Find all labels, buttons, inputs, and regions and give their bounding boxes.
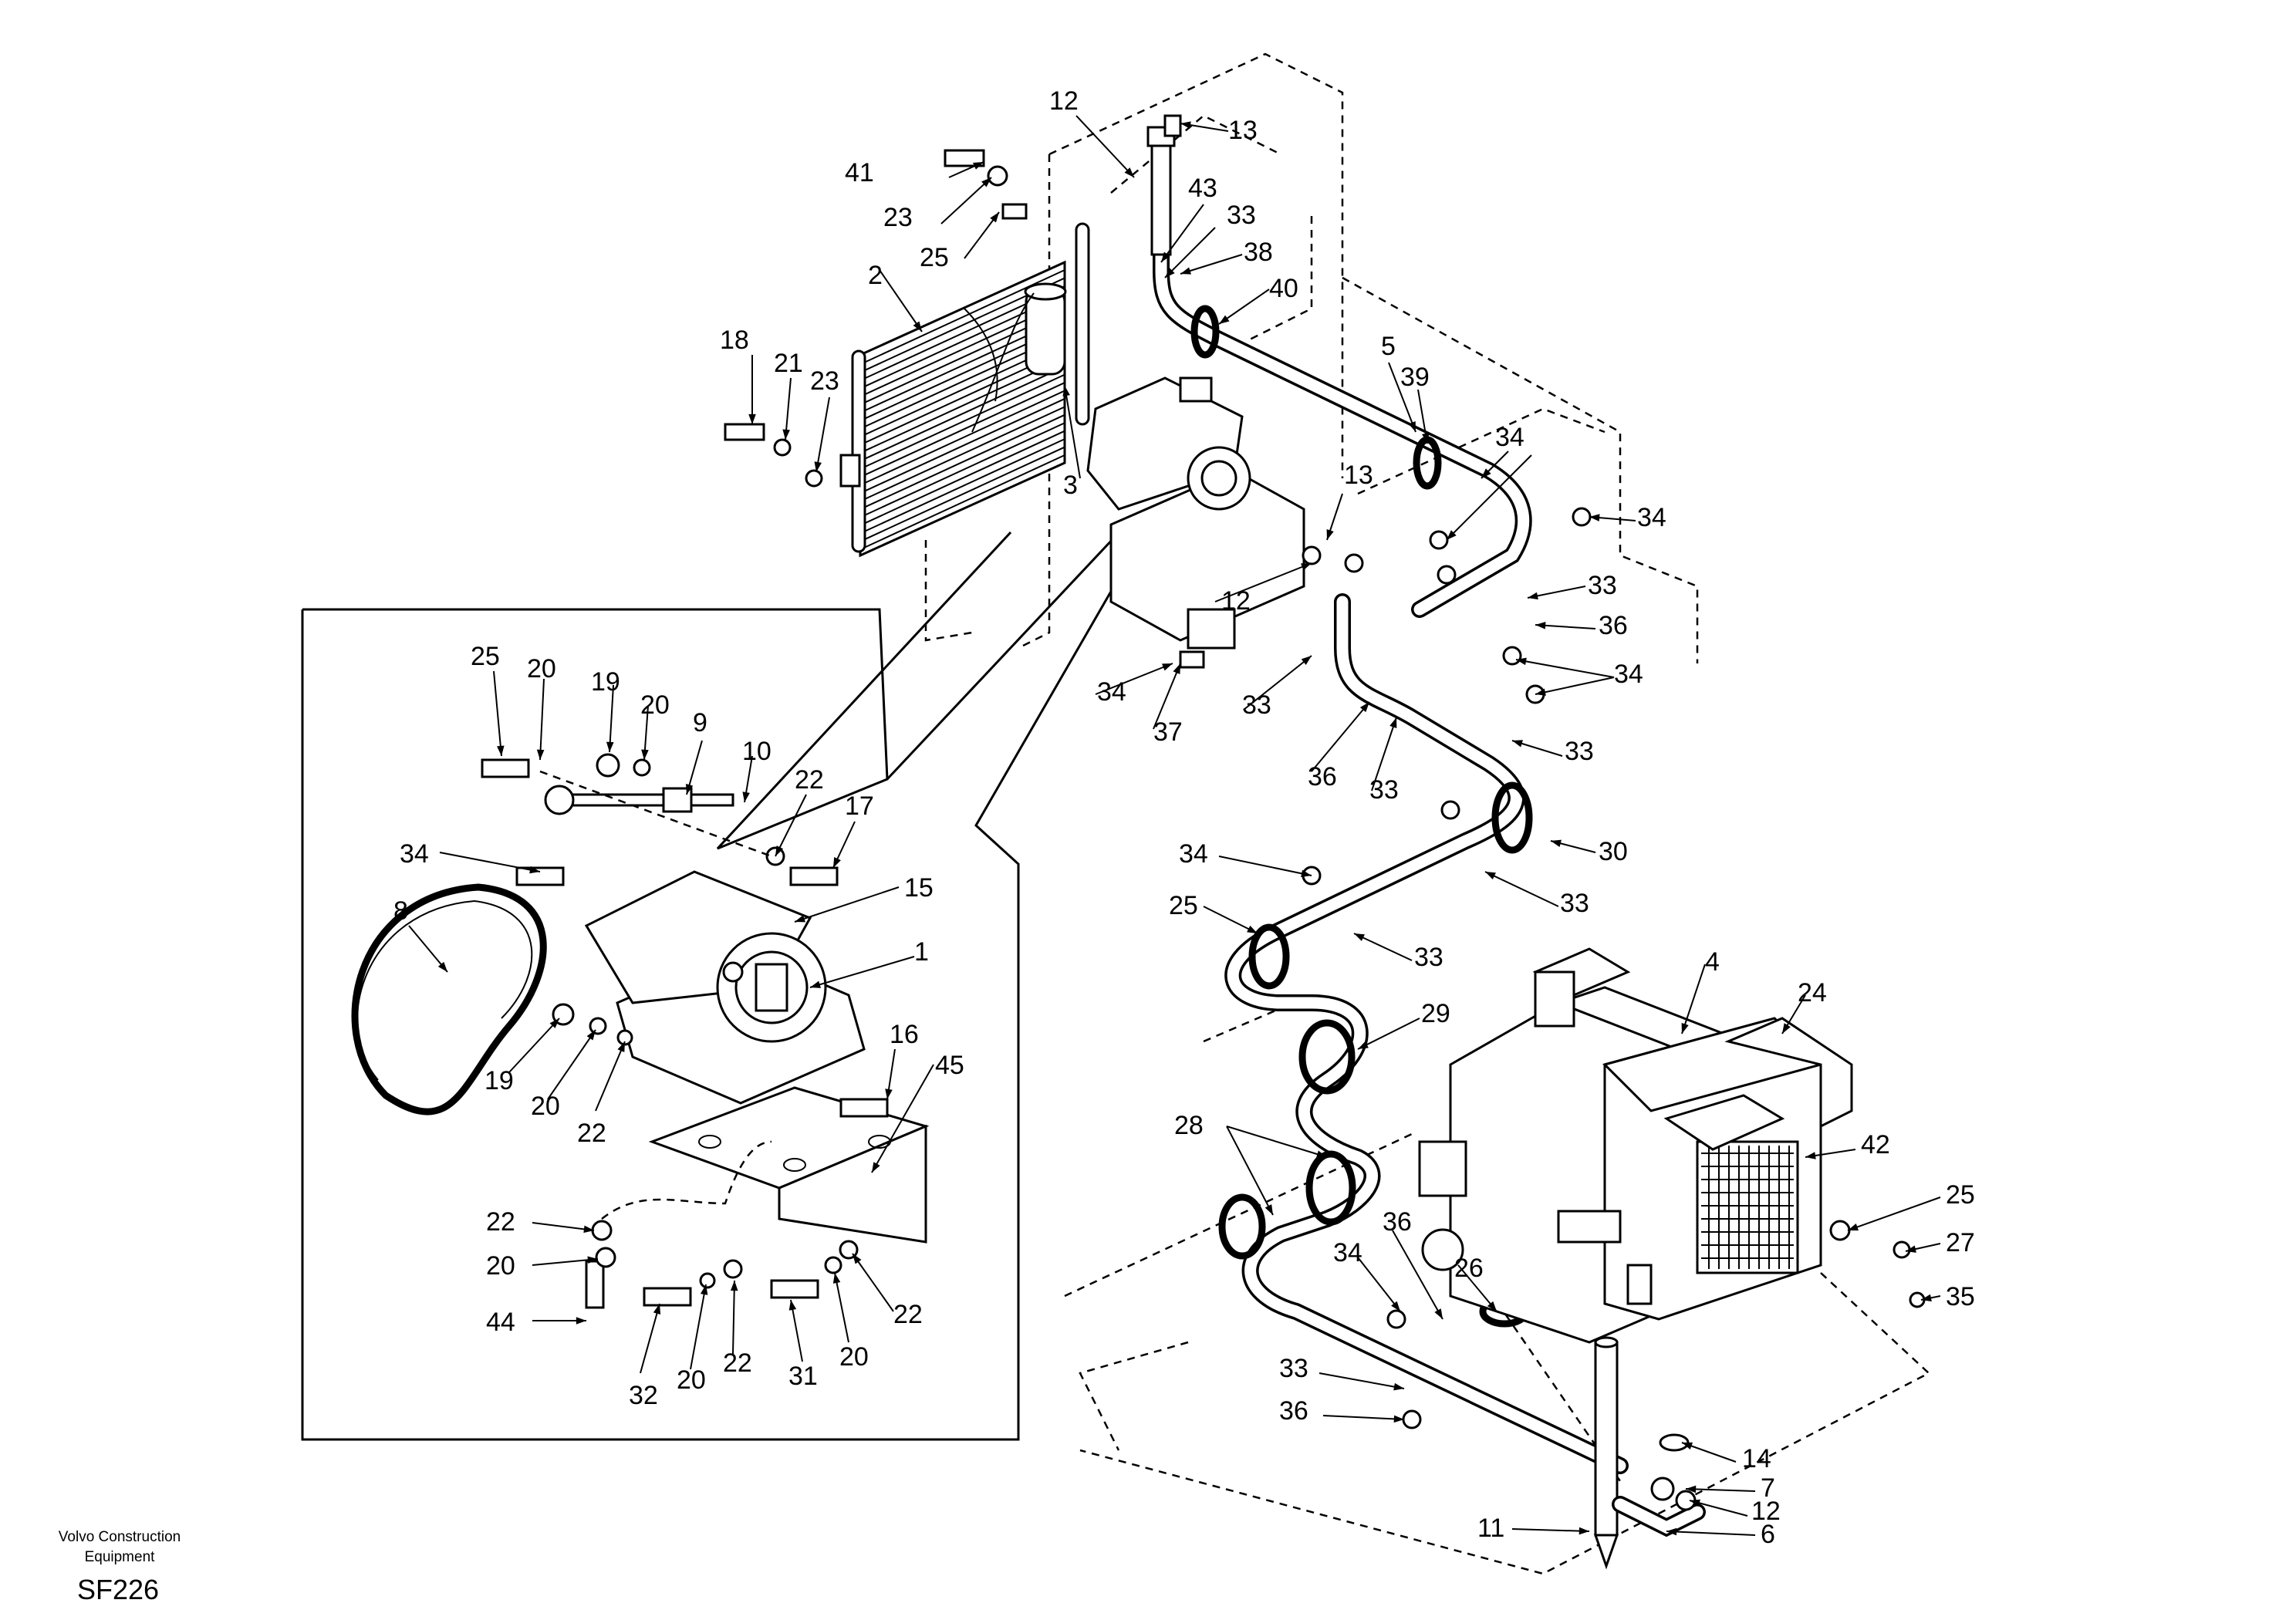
- callout-35: 35: [1946, 1282, 1975, 1311]
- callout-5: 5: [1381, 332, 1396, 361]
- callout-22-d: 22: [723, 1348, 752, 1378]
- drain-pipe: [1593, 1336, 1619, 1570]
- callout-13-mid: 13: [1344, 461, 1373, 490]
- machine-outline: [924, 52, 1931, 1575]
- callout-29: 29: [1421, 999, 1450, 1028]
- callout-20-a: 20: [527, 654, 556, 683]
- callout-38: 38: [1244, 238, 1273, 267]
- callout-45: 45: [935, 1051, 964, 1080]
- callout-33-f: 33: [1560, 889, 1589, 918]
- callout-21: 21: [774, 349, 803, 378]
- callout-15: 15: [904, 873, 934, 903]
- callout-12-bottom: 12: [1751, 1497, 1781, 1526]
- callout-30: 30: [1599, 837, 1628, 866]
- callout-40: 40: [1269, 274, 1298, 303]
- callout-22-b: 22: [577, 1119, 606, 1148]
- callout-24: 24: [1798, 978, 1827, 1007]
- callout-27: 27: [1946, 1228, 1975, 1257]
- callout-12-mid: 12: [1221, 586, 1251, 616]
- callout-4: 4: [1705, 947, 1720, 977]
- callout-9: 9: [693, 708, 707, 737]
- callout-33-d: 33: [1565, 737, 1594, 766]
- callout-19-top: 19: [591, 667, 620, 697]
- callout-25-d: 25: [1946, 1180, 1975, 1210]
- callout-43: 43: [1188, 174, 1217, 203]
- callout-26: 26: [1454, 1254, 1484, 1283]
- callout-25-a: 25: [920, 243, 949, 272]
- callout-20-e: 20: [677, 1365, 706, 1395]
- callout-33-b: 33: [1588, 571, 1617, 600]
- callout-39: 39: [1400, 363, 1430, 392]
- callout-13-top: 13: [1228, 116, 1258, 145]
- callout-33-g: 33: [1414, 943, 1443, 972]
- callout-33-c: 33: [1242, 690, 1271, 720]
- receiver-drier: [964, 282, 1067, 433]
- hvac-unit: [1418, 947, 1823, 1344]
- callout-14: 14: [1742, 1444, 1771, 1473]
- inset-compressor: [584, 870, 866, 1105]
- inset-adjust-bolt: [544, 785, 734, 815]
- callout-34-g: 34: [1333, 1238, 1362, 1267]
- callout-25-b: 25: [471, 642, 500, 671]
- callout-23-top: 23: [883, 203, 913, 232]
- company-name: Volvo Construction Equipment: [58, 1529, 181, 1565]
- callout-34-a: 34: [1495, 423, 1524, 452]
- callout-18: 18: [720, 326, 749, 355]
- callout-22-a: 22: [795, 765, 824, 795]
- cover-plate: [1724, 1017, 1853, 1129]
- callout-36-d: 36: [1279, 1396, 1308, 1426]
- callout-16: 16: [890, 1020, 919, 1049]
- callout-25-c: 25: [1169, 891, 1198, 920]
- callout-2: 2: [868, 261, 883, 290]
- callout-3: 3: [1063, 471, 1078, 500]
- inset-belt: [351, 883, 547, 1115]
- callout-labels: 1 2 3 4 5 6 7 8 9 10 11 12 12 12 13 13 1…: [393, 86, 1975, 1549]
- callout-37: 37: [1153, 717, 1183, 747]
- callout-33-a: 33: [1227, 201, 1256, 230]
- callout-31: 31: [788, 1362, 818, 1391]
- callout-6: 6: [1761, 1520, 1775, 1549]
- callout-8: 8: [393, 896, 408, 926]
- callout-44: 44: [486, 1308, 515, 1337]
- callout-36-b: 36: [1308, 762, 1337, 791]
- callout-28: 28: [1174, 1111, 1204, 1140]
- callout-17: 17: [845, 791, 874, 821]
- main-fasteners: [724, 114, 1926, 1429]
- callout-34-f: 34: [1179, 839, 1208, 869]
- callout-20-f: 20: [839, 1342, 869, 1372]
- expansion-fittings: [1612, 1433, 1706, 1537]
- callout-20-b: 20: [640, 690, 670, 720]
- callout-19-bottom: 19: [485, 1066, 514, 1095]
- callout-10: 10: [742, 737, 772, 766]
- figure-code: SF226: [77, 1574, 160, 1605]
- hose-lower: [1224, 593, 1629, 1474]
- callout-34-d: 34: [1097, 677, 1126, 707]
- callout-20-d: 20: [486, 1251, 515, 1281]
- callout-1: 1: [914, 937, 929, 967]
- grommets: [1190, 305, 1533, 1328]
- callout-32: 32: [629, 1381, 658, 1410]
- callout-41: 41: [845, 158, 874, 187]
- callout-20-c: 20: [531, 1092, 560, 1121]
- callout-23-left: 23: [810, 366, 839, 396]
- callout-12-top: 12: [1049, 86, 1079, 116]
- callout-7: 7: [1761, 1473, 1775, 1503]
- callout-33-e: 33: [1369, 775, 1399, 805]
- callout-34-c: 34: [1614, 660, 1643, 689]
- leader-lines: [408, 115, 1941, 1536]
- callout-11: 11: [1477, 1514, 1504, 1543]
- callout-42: 42: [1861, 1130, 1890, 1159]
- callout-34-b: 34: [1637, 503, 1666, 532]
- callout-36-c: 36: [1383, 1207, 1412, 1237]
- callout-36-a: 36: [1599, 611, 1628, 640]
- detail-inset: [301, 523, 1151, 1441]
- callout-33-h: 33: [1279, 1354, 1308, 1383]
- callout-22-e: 22: [893, 1300, 923, 1329]
- callout-34-e: 34: [400, 839, 429, 869]
- callout-22-c: 22: [486, 1207, 515, 1237]
- compressor-top: [1086, 376, 1305, 642]
